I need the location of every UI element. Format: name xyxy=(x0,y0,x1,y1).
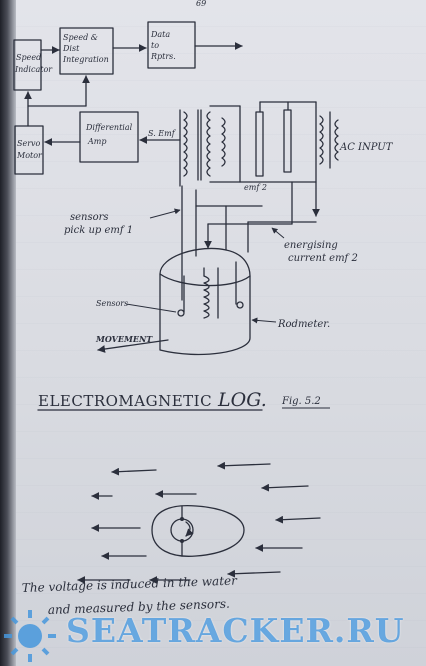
heading-fig: Fig. 5.2 xyxy=(281,396,321,407)
ac-transformer-coil-left xyxy=(319,115,324,165)
data-label-2: to xyxy=(151,41,159,50)
transformer-1-coil-right xyxy=(206,111,211,177)
speed-indicator-label-1: Speed xyxy=(16,53,41,62)
movement-arrow xyxy=(97,339,169,353)
heading-log: LOG. xyxy=(217,389,267,411)
rodmeter-cross-section xyxy=(151,504,245,557)
speed-indicator-box xyxy=(13,39,42,91)
integration-box xyxy=(59,27,114,75)
data-to-rptrs-box xyxy=(147,21,196,69)
sun-logo-icon xyxy=(4,610,56,662)
water-flow-arrows xyxy=(77,461,321,584)
servo-label-2: Motor xyxy=(16,151,43,160)
speed-indicator-label-2: Indicator xyxy=(14,65,53,74)
servo-motor-box xyxy=(14,125,44,175)
heading-main: ELECTROMAGNETIC xyxy=(38,392,212,410)
page-number: 69 xyxy=(196,0,206,8)
ruled-lines xyxy=(16,0,426,666)
energising-pointer xyxy=(271,227,285,239)
watermark-text: SEATRACKER.RU xyxy=(66,611,405,650)
caption-line-2: and measured by the sensors. xyxy=(48,597,230,617)
sensors-pickup-label-2: pick up emf 1 xyxy=(64,225,133,236)
energising-label-1: energising xyxy=(284,240,338,251)
sensors-pickup-pointer xyxy=(149,208,181,219)
rodmeter-pointer xyxy=(251,317,277,324)
coil-2 xyxy=(221,117,226,167)
ac-input-label: AC INPUT xyxy=(339,142,394,153)
integration-label-1: Speed & xyxy=(63,33,98,42)
diff-amp-label-2: Amp xyxy=(87,137,106,146)
integration-label-3: Integration xyxy=(62,55,109,64)
rodmeter-label: Rodmeter. xyxy=(277,319,330,330)
integration-label-2: Dist xyxy=(62,44,80,53)
energising-label-2: current emf 2 xyxy=(288,253,358,264)
emf-2-label: emf 2 xyxy=(244,183,267,192)
emf-2-plate-right xyxy=(283,109,292,173)
ac-transformer-coil-right xyxy=(334,119,339,161)
data-label-1: Data xyxy=(150,30,170,39)
diff-amp-label-1: Differential xyxy=(85,123,133,132)
watermark-badge xyxy=(4,610,56,662)
sensors-pickup-label-1: sensors xyxy=(70,212,109,223)
book-spine-shadow xyxy=(0,0,16,666)
movement-label: MOVEMENT xyxy=(95,334,153,344)
rodmeter xyxy=(159,247,251,356)
differential-amp-box xyxy=(79,111,139,163)
servo-label-1: Servo xyxy=(17,139,41,148)
emf-2-plate-left xyxy=(255,111,264,177)
data-label-3: Rptrs. xyxy=(150,52,176,61)
transformer-1-coil-left xyxy=(183,111,188,177)
sensors-pointer xyxy=(125,303,177,313)
sensors-label: Sensors xyxy=(96,299,128,308)
s-emf-label: S. Emf xyxy=(148,129,177,138)
caption-line-1: The voltage is induced in the water xyxy=(22,573,239,595)
